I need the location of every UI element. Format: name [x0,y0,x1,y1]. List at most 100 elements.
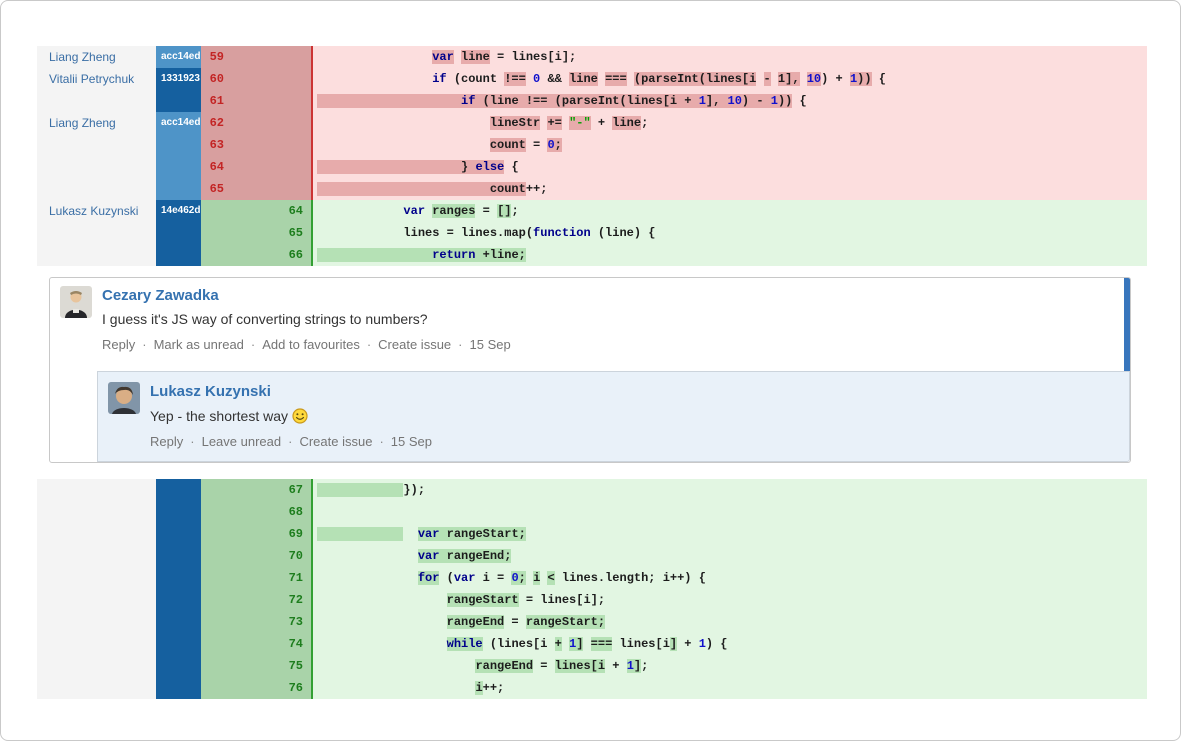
code-line: lines = lines.map(function (line) { [313,222,1147,244]
old-line-number[interactable]: 62 [209,116,224,130]
diff-row: 69 var rangeStart; [37,523,1147,545]
commit-hash-cell [156,611,201,633]
comment-author-link[interactable]: Lukasz Kuzynski [150,383,271,400]
commit-hash-cell [156,633,201,655]
gutter-separator [311,222,313,244]
old-line-number[interactable]: 60 [209,72,224,86]
new-line-number[interactable]: 68 [288,505,303,519]
avatar [60,286,92,318]
author-link[interactable]: Lukasz Kuzynski [37,200,156,222]
diff-row: 64 } else { [37,156,1147,178]
old-line-number [201,200,246,222]
old-line-number[interactable]: 61 [209,94,224,108]
diff-row: 75 rangeEnd = lines[i + 1]; [37,655,1147,677]
new-line-number[interactable]: 66 [288,248,303,262]
diff-row: 66 return +line; [37,244,1147,266]
new-line-number[interactable]: 67 [288,483,303,497]
new-line-number[interactable]: 71 [288,571,303,585]
old-line-number [201,567,246,589]
diff-row: 67 }); [37,479,1147,501]
action-mark-as-unread[interactable]: Mark as unread [153,337,244,352]
author-cell [37,523,156,545]
code-line [313,501,1147,523]
action-add-to-favourites[interactable]: Add to favourites [262,337,360,352]
commit-hash-link[interactable]: 14e462d [156,200,201,222]
commit-hash-cell [156,501,201,523]
author-link[interactable]: Liang Zheng [37,46,156,68]
commit-hash-link[interactable]: acc14ed [156,112,201,134]
comment-body: Yep - the shortest way [150,407,308,428]
line-number-gutter: 65 [201,178,311,200]
commit-hash-cell [156,655,201,677]
gutter-separator [311,677,313,699]
code-line: var rangeStart; [313,523,1147,545]
gutter-separator [311,112,313,134]
line-number-gutter: 68 [201,501,311,523]
new-line-number[interactable]: 69 [288,527,303,541]
line-number-gutter: 67 [201,479,311,501]
new-line-number[interactable]: 74 [288,637,303,651]
new-line-number[interactable]: 70 [288,549,303,563]
gutter-separator [311,523,313,545]
comment-author-link[interactable]: Cezary Zawadka [102,287,219,304]
diff-row: 71 for (var i = 0; i < lines.length; i++… [37,567,1147,589]
new-line-number[interactable]: 65 [288,226,303,240]
old-line-number[interactable]: 63 [209,138,224,152]
commit-hash-cell [156,156,201,178]
action-create-issue[interactable]: Create issue [378,337,452,352]
author-cell [37,178,156,200]
old-line-number [201,501,246,523]
action-create-issue[interactable]: Create issue [299,434,373,449]
author-cell [37,567,156,589]
new-line-number[interactable]: 72 [288,593,303,607]
commit-hash-link[interactable]: acc14ed [156,46,201,68]
commit-hash-cell [156,545,201,567]
separator-dot: · [379,434,384,449]
line-number-gutter: 72 [201,589,311,611]
commit-hash-cell [156,178,201,200]
diff-block-bottom: 67 }); 68 69 var rangeStart; 70 var rangeEn… [37,479,1147,699]
author-link[interactable]: Liang Zheng [37,112,156,134]
author-cell [37,244,156,266]
line-number-gutter: 61 [201,90,311,112]
gutter-separator [311,567,313,589]
author-cell [37,611,156,633]
line-number-gutter: 64 [201,156,311,178]
new-line-number[interactable]: 64 [288,204,303,218]
diff-row: 61 if (line !== (parseInt(lines[i + 1], … [37,90,1147,112]
gutter-separator [311,479,313,501]
gutter-separator [311,134,313,156]
new-line-number [246,46,311,68]
gutter-separator [311,178,313,200]
new-line-number[interactable]: 75 [288,659,303,673]
old-line-number[interactable]: 65 [209,182,224,196]
new-line-number[interactable]: 76 [288,681,303,695]
old-line-number [201,633,246,655]
author-cell [37,501,156,523]
line-number-gutter: 74 [201,633,311,655]
commit-hash-cell [156,479,201,501]
comment-timestamp: 15 Sep [390,434,432,449]
separator-dot: · [366,337,372,352]
author-cell [37,222,156,244]
action-reply[interactable]: Reply [150,434,184,449]
author-link[interactable]: Vitalii Petrychuk [37,68,156,90]
code-line: if (line !== (parseInt(lines[i + 1], 10)… [313,90,1147,112]
comment-thread-panel: Cezary Zawadka I guess it's JS way of co… [49,277,1131,463]
commit-hash-cell [156,523,201,545]
old-line-number[interactable]: 64 [209,160,224,174]
action-leave-unread[interactable]: Leave unread [201,434,282,449]
diff-row: 65 count++; [37,178,1147,200]
comment-actions-row: Reply·Leave unread·Create issue·15 Sep [150,434,432,450]
action-reply[interactable]: Reply [102,337,136,352]
code-line: return +line; [313,244,1147,266]
commit-hash-link[interactable]: 1331923 [156,68,201,90]
old-line-number[interactable]: 59 [209,50,224,64]
commit-hash-cell [156,90,201,112]
author-cell [37,677,156,699]
code-line: var rangeEnd; [313,545,1147,567]
new-line-number[interactable]: 73 [288,615,303,629]
